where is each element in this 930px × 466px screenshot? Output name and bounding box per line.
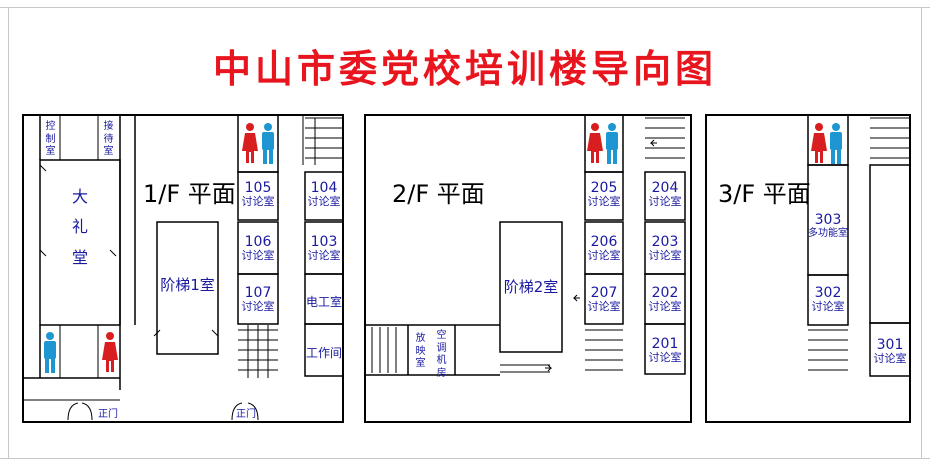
electrician-room-label: 电工室: [305, 295, 342, 309]
floor-1-stairs: [238, 117, 343, 378]
page-title: 中山市委党校培训楼导向图: [212, 47, 717, 91]
female-restroom-icon: [102, 332, 118, 372]
workroom-label: 工作间: [305, 346, 342, 360]
floor-3-plan: [705, 114, 911, 423]
floor-2-arrows: [545, 139, 657, 372]
room-105[interactable]: 105 讨论室: [241, 180, 275, 209]
room-203[interactable]: 203 讨论室: [648, 234, 682, 263]
room-106[interactable]: 106 讨论室: [241, 234, 275, 263]
female-restroom-icon: [587, 123, 603, 163]
projection-room-label: 放映室: [415, 333, 426, 369]
room-201[interactable]: 201 讨论室: [648, 336, 682, 365]
room-202[interactable]: 202 讨论室: [648, 285, 682, 314]
auditorium-label: 大礼堂: [71, 187, 88, 267]
room-103[interactable]: 103 讨论室: [307, 234, 341, 263]
frame-left-line: [8, 7, 9, 459]
floor-1-plan: [22, 114, 344, 423]
floor-1-title: 1/F 平面: [143, 180, 236, 208]
room-204[interactable]: 204 讨论室: [648, 180, 682, 209]
room-303[interactable]: 303 多功能室: [808, 212, 848, 240]
room-107[interactable]: 107 讨论室: [241, 285, 275, 314]
female-restroom-icon: [242, 123, 258, 163]
male-restroom-icon: [830, 123, 842, 164]
room-301[interactable]: 301 讨论室: [873, 337, 907, 366]
room-104[interactable]: 104 讨论室: [307, 180, 341, 209]
room-205[interactable]: 205 讨论室: [587, 180, 621, 209]
floor-3-stairs: [808, 117, 910, 371]
male-restroom-icon: [44, 332, 56, 373]
ac-room-label: 空调机房: [436, 330, 447, 379]
reception-room-label: 接待室: [103, 121, 114, 157]
lecture-hall-2-label: 阶梯2室: [503, 278, 559, 296]
room-302[interactable]: 302 讨论室: [811, 285, 845, 314]
floor-2-plan: [364, 114, 692, 423]
frame-bottom-line: [0, 458, 930, 459]
entrance-label: 正门: [98, 409, 118, 420]
lecture-hall-1-label: 阶梯1室: [160, 276, 215, 294]
entrance-label: 正门: [236, 409, 256, 420]
room-207[interactable]: 207 讨论室: [587, 285, 621, 314]
room-206[interactable]: 206 讨论室: [587, 234, 621, 263]
male-restroom-icon: [262, 123, 274, 164]
male-restroom-icon: [606, 123, 618, 164]
frame-right-line: [921, 7, 922, 459]
floor-2-stairs: [371, 117, 685, 373]
frame-top-line: [0, 7, 930, 8]
floor-3-title: 3/F 平面: [718, 180, 811, 208]
female-restroom-icon: [811, 123, 827, 163]
floor-1-doors: [39, 164, 259, 421]
floor-2-title: 2/F 平面: [392, 180, 485, 208]
control-room-label: 控制室: [45, 121, 56, 157]
